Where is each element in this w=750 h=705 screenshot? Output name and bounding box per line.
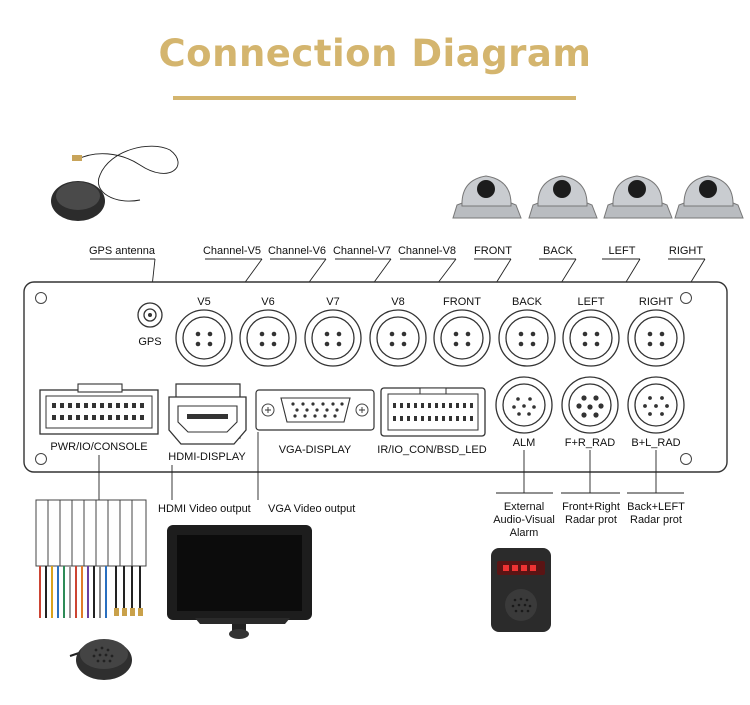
connector-front — [433, 309, 491, 367]
panel-label-v8: V8 — [391, 296, 404, 308]
label-hdmi-video-output: HDMI Video output — [158, 503, 251, 515]
panel-label-f-r-rad: F+R_RAD — [565, 437, 615, 449]
panel-label-v5: V5 — [197, 296, 210, 308]
label-channel-v6: Channel-V6 — [268, 245, 326, 257]
label-right: RIGHT — [669, 245, 704, 257]
camera-right-device — [674, 175, 744, 219]
connector-v5 — [175, 309, 233, 367]
label-alarm-line3: Alarm — [510, 527, 539, 539]
panel-label-front: FRONT — [443, 296, 481, 308]
ir-io-con-bsd-led-connector — [380, 387, 486, 437]
label-back-left-line1: Back+LEFT — [627, 501, 685, 513]
page-title: Connection Diagram — [158, 32, 592, 75]
panel-label-pwr-io-console: PWR/IO/CONSOLE — [50, 441, 147, 453]
camera-back-device — [528, 175, 598, 219]
panel-screw-holes — [35, 292, 692, 465]
label-front-right-line2: Radar prot — [565, 514, 617, 526]
connector-left — [562, 309, 620, 367]
connector-v6 — [239, 309, 297, 367]
label-front-right-line1: Front+Right — [562, 501, 620, 513]
camera-front-device — [452, 175, 522, 219]
camera-left-device — [603, 175, 673, 219]
title-underline — [173, 96, 576, 100]
label-vga-video-output: VGA Video output — [268, 503, 355, 515]
panel-label-alm: ALM — [513, 437, 536, 449]
pwr-io-console-connector — [39, 383, 159, 435]
vga-connector — [255, 389, 375, 431]
label-channel-v8: Channel-V8 — [398, 245, 456, 257]
panel-label-right: RIGHT — [639, 296, 674, 308]
panel-label-gps: GPS — [138, 336, 161, 348]
panel-label-back: BACK — [512, 296, 543, 308]
connector-f-r-rad — [561, 376, 619, 434]
panel-label-left: LEFT — [578, 296, 605, 308]
label-front: FRONT — [474, 245, 512, 257]
gps-connector — [137, 302, 163, 328]
label-back-left-line2: Radar prot — [630, 514, 682, 526]
monitor-device — [167, 525, 312, 639]
wiring-harness-device — [35, 499, 147, 618]
panel-label-b-l-rad: B+L_RAD — [631, 437, 680, 449]
label-back: BACK — [543, 245, 574, 257]
panel-label-vga-display: VGA-DISPLAY — [279, 444, 352, 456]
connector-alm — [495, 376, 553, 434]
gps-antenna-device — [51, 145, 179, 221]
connector-back — [498, 309, 556, 367]
label-alarm-line1: External — [504, 501, 544, 513]
alarm-box-device — [491, 548, 551, 632]
panel-label-hdmi-display: HDMI-DISPLAY — [168, 451, 246, 463]
label-alarm-line2: Audio-Visual — [493, 514, 555, 526]
connector-right — [627, 309, 685, 367]
connector-b-l-rad — [627, 376, 685, 434]
label-left: LEFT — [609, 245, 636, 257]
speaker-device — [69, 639, 132, 680]
panel-label-v6: V6 — [261, 296, 274, 308]
label-channel-v5: Channel-V5 — [203, 245, 261, 257]
label-gps-antenna: GPS antenna — [89, 245, 156, 257]
label-channel-v7: Channel-V7 — [333, 245, 391, 257]
bottom-leader-lines — [98, 432, 684, 500]
connector-v7 — [304, 309, 362, 367]
hdmi-connector — [168, 383, 247, 445]
connector-v8 — [369, 309, 427, 367]
panel-label-v7: V7 — [326, 296, 339, 308]
panel-label-ir-io-con-bsd-led: IR/IO_CON/BSD_LED — [377, 444, 486, 456]
